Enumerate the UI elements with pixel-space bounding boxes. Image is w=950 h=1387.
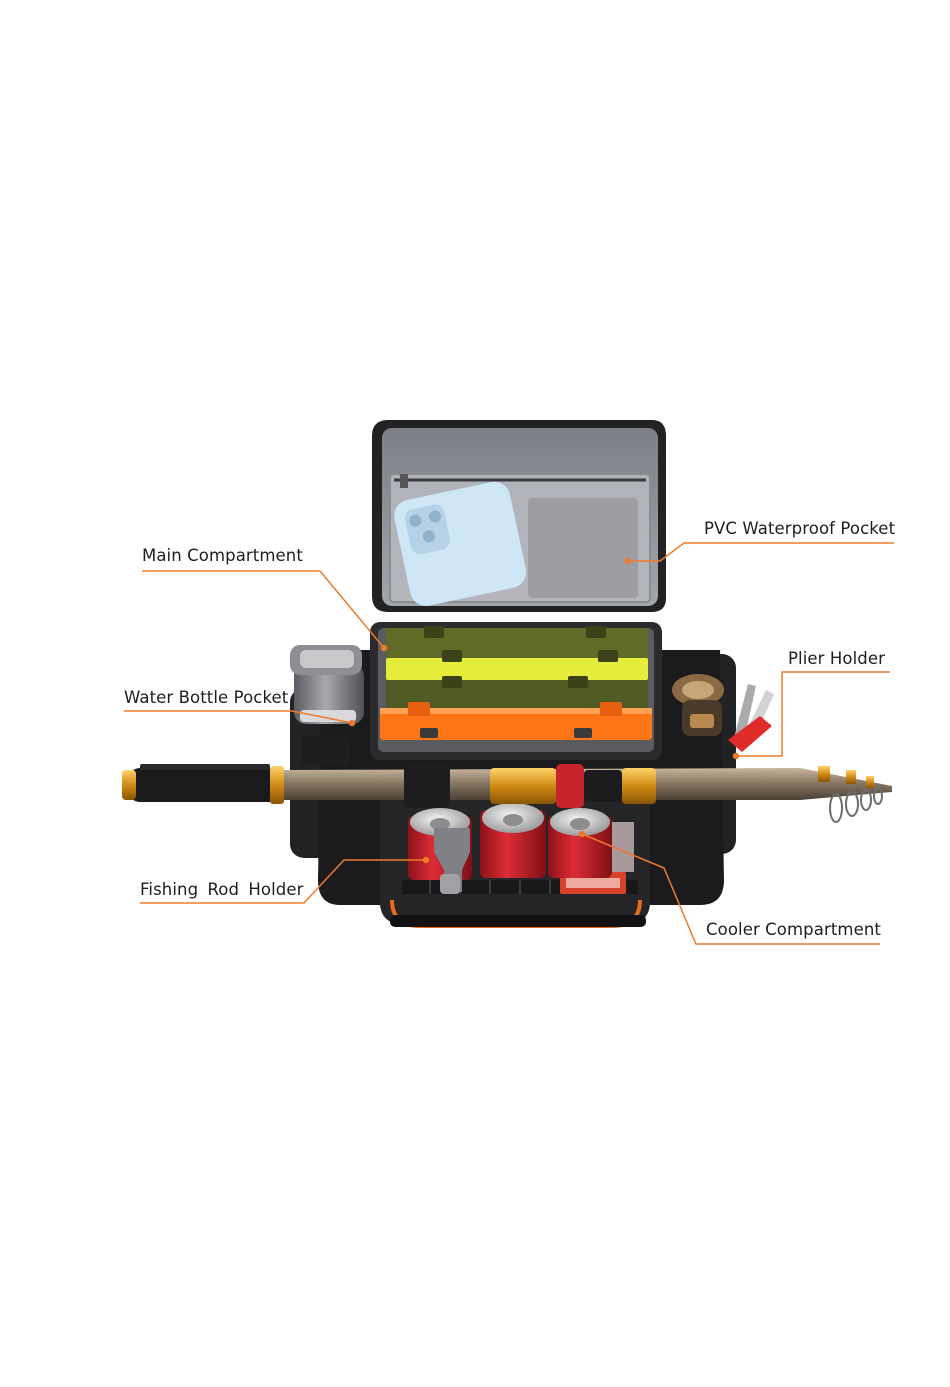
- fishing-rod-holder-label: Fishing Rod Holder: [140, 880, 304, 899]
- cooler-compartment-label: Cooler Compartment: [706, 920, 881, 939]
- pvc-waterproof-pocket-label: PVC Waterproof Pocket: [704, 519, 895, 538]
- plier-holder-label: Plier Holder: [788, 649, 885, 668]
- tackle-box-icon: [380, 626, 652, 740]
- leader-main-compartment: [142, 571, 384, 648]
- water-bottle-pocket-label: Water Bottle Pocket: [124, 688, 288, 707]
- fishing-bag-photo: [122, 420, 892, 927]
- main-compartment-label: Main Compartment: [142, 546, 303, 565]
- leader-pvc-pocket: [628, 543, 894, 561]
